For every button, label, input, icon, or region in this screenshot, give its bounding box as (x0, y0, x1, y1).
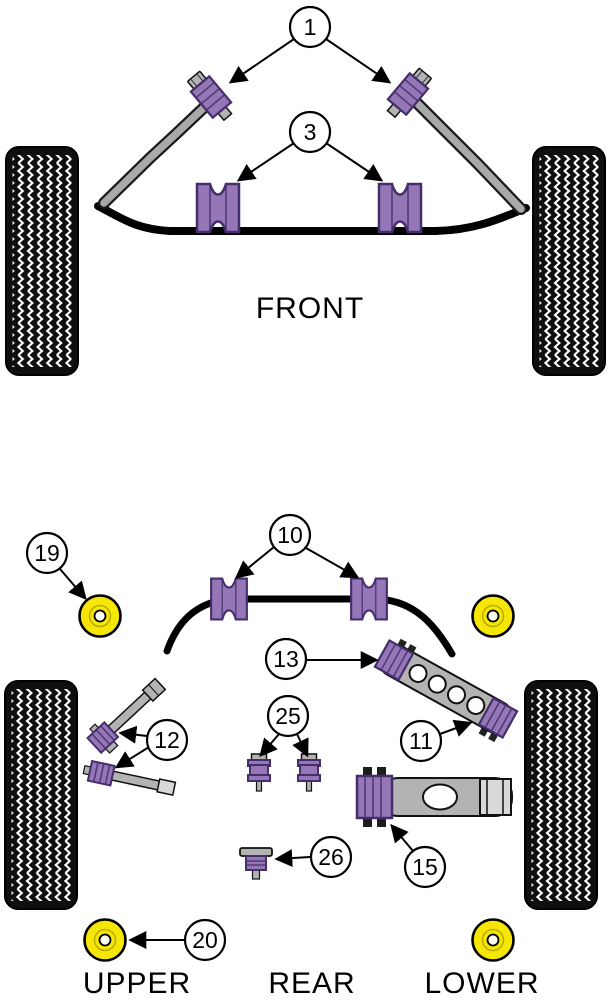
arrow-3-left (236, 142, 295, 182)
arrow-1-left (228, 38, 295, 84)
front-drop-link-right (404, 90, 527, 215)
arrow-25-right (292, 733, 309, 758)
arrow-10-right (305, 547, 360, 579)
callout-13-label: 13 (273, 646, 299, 672)
small-bush-25a (247, 753, 271, 792)
rear-label-rear: REAR (268, 967, 355, 1000)
arrow-11 (439, 719, 473, 737)
rear-trailing-arm (355, 767, 513, 827)
arrow-3-right (325, 142, 384, 182)
front-arb-bush-left (195, 182, 241, 234)
callout-15: 15 (390, 823, 447, 889)
callout-26: 26 (274, 835, 353, 879)
arrow-1-right (325, 38, 392, 84)
callout-20: 20 (128, 918, 227, 962)
rear-arb-bush-left (210, 577, 248, 621)
front-anti-roll-bar (94, 202, 530, 235)
front-right-tire (532, 146, 606, 376)
callout-12-label: 12 (154, 727, 180, 753)
front-left-tire (5, 146, 79, 376)
rear-control-arm (373, 638, 519, 743)
rear-right-tire (524, 680, 598, 910)
rear-left-tire (4, 680, 78, 910)
callout-1-label: 1 (304, 14, 317, 40)
rear-upper-link-2 (82, 759, 177, 796)
arrow-15 (390, 823, 414, 852)
rear-upper-link-1 (86, 677, 167, 755)
callout-11: 11 (399, 719, 473, 763)
front-arb-bush-right (377, 182, 423, 234)
callout-26-label: 26 (318, 844, 344, 870)
arrow-26 (274, 849, 311, 868)
callout-19-label: 19 (34, 540, 60, 566)
bush-26 (239, 847, 273, 880)
callout-12: 12 (114, 718, 189, 769)
rear-label-upper: UPPER (83, 967, 191, 1000)
callout-13: 13 (264, 637, 379, 681)
callout-3: 3 (236, 110, 384, 182)
callout-10-label: 10 (277, 522, 303, 548)
rear-arb-bush-right (350, 577, 388, 621)
yellow-bush-upper-left (78, 594, 122, 638)
callout-19: 19 (25, 531, 87, 601)
arrow-19 (59, 568, 87, 601)
callout-11-label: 11 (409, 728, 433, 754)
callout-25: 25 (259, 694, 310, 758)
yellow-bush-lower-left (83, 918, 127, 962)
arrow-12-lower (114, 746, 150, 769)
callout-20-label: 20 (192, 927, 218, 953)
rear-label-lower: LOWER (424, 967, 539, 1000)
front-section-label: FRONT (256, 292, 364, 325)
yellow-bush-lower-right (471, 918, 515, 962)
front-drop-link-left (98, 93, 219, 209)
callout-15-label: 15 (412, 854, 438, 880)
trailing-arm-bush-15 (355, 774, 394, 820)
callout-25-label: 25 (275, 703, 301, 729)
rear-anti-roll-bar (163, 595, 456, 658)
yellow-bush-upper-right (471, 594, 515, 638)
arrow-12-upper (118, 725, 148, 744)
arrow-25-left (259, 733, 280, 758)
arrow-10-left (234, 546, 275, 579)
callout-1: 1 (228, 5, 392, 84)
callout-10: 10 (234, 513, 360, 579)
small-bush-25b (297, 753, 321, 792)
callout-3-label: 3 (304, 119, 317, 145)
